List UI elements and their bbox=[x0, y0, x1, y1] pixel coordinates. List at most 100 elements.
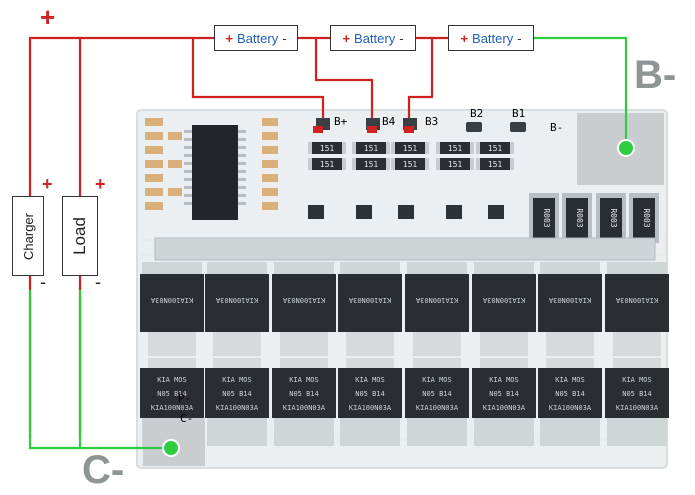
charger-plus-sign: + bbox=[42, 174, 53, 194]
mosfet-marking: N05 B14 bbox=[489, 390, 519, 398]
mosfet-upper: KIA100N03A bbox=[205, 262, 269, 356]
shunt-code: R003 bbox=[575, 208, 584, 227]
resistor-151: 151 bbox=[352, 158, 390, 170]
pad-label-b-minus: B- bbox=[550, 121, 563, 134]
mosfet-marking: KIA100N03A bbox=[150, 296, 193, 304]
mosfet-marking: KIA100N03A bbox=[151, 404, 194, 412]
mosfet-marking: KIA100N03A bbox=[549, 404, 592, 412]
smd-column-left bbox=[145, 118, 182, 210]
resistor-151: 151 bbox=[391, 142, 429, 154]
charger-minus-sign: - bbox=[40, 272, 46, 292]
mosfet-marking: KIA MOS bbox=[622, 376, 652, 384]
pad-label-p-minus: P- bbox=[178, 392, 191, 405]
mosfet-upper: KIA100N03A bbox=[472, 262, 536, 356]
resistor-151: 151 bbox=[308, 142, 346, 154]
mosfet-marking: KIA100N03A bbox=[283, 404, 326, 412]
pad-label-b2: B2 bbox=[470, 107, 483, 120]
resistor-code: 151 bbox=[403, 160, 418, 169]
mosfet-marking: KIA MOS bbox=[489, 376, 519, 384]
mosfet-marking: KIA100N03A bbox=[416, 404, 459, 412]
load-label: Load bbox=[70, 217, 90, 255]
mosfet-marking: KIA MOS bbox=[555, 376, 585, 384]
pad-label-b-plus: B+ bbox=[334, 115, 348, 128]
top-plus-sign: + bbox=[40, 2, 56, 32]
green-wires bbox=[28, 36, 628, 450]
mosfet-marking: KIA100N03A bbox=[282, 296, 325, 304]
b-minus-big-label: B- bbox=[634, 53, 677, 97]
battery-minus: - bbox=[399, 30, 404, 46]
resistor-code: 151 bbox=[320, 160, 335, 169]
battery-label: Battery bbox=[237, 30, 279, 46]
mosfet-marking: KIA MOS bbox=[157, 376, 187, 384]
resistor-code: 151 bbox=[364, 144, 379, 153]
mosfet-marking: KIA100N03A bbox=[348, 296, 391, 304]
b-plus-tap-dot bbox=[313, 126, 323, 133]
mosfet-marking: N05 B14 bbox=[422, 390, 452, 398]
battery-plus: + bbox=[225, 30, 234, 46]
resistor-code: 151 bbox=[320, 144, 335, 153]
resistor-151: 151 bbox=[308, 158, 346, 170]
battery-3: + Battery - bbox=[448, 25, 534, 51]
battery-2: + Battery - bbox=[330, 25, 416, 51]
mosfet-marking: N05 B14 bbox=[555, 390, 585, 398]
shunt-code: R003 bbox=[542, 208, 551, 227]
mosfet-marking: N05 B14 bbox=[622, 390, 652, 398]
resistor-code: 151 bbox=[403, 144, 418, 153]
shunt-resistor: R003 bbox=[529, 193, 559, 243]
load-plus-sign: + bbox=[95, 174, 106, 194]
charger-box: Charger bbox=[12, 196, 44, 276]
c-minus-big-label: C- bbox=[82, 448, 125, 492]
mosfet-marking: KIA MOS bbox=[355, 376, 385, 384]
b3-tap-dot bbox=[404, 126, 414, 133]
shunt-resistor: R003 bbox=[562, 193, 592, 243]
mosfet-marking: N05 B14 bbox=[355, 390, 385, 398]
resistor-151: 151 bbox=[352, 142, 390, 154]
mosfet-marking: KIA MOS bbox=[422, 376, 452, 384]
pad-label-b4: B4 bbox=[382, 115, 396, 128]
mosfet-marking: KIA100N03A bbox=[482, 296, 525, 304]
mosfet-upper: KIA100N03A bbox=[272, 262, 336, 356]
resistor-151: 151 bbox=[391, 158, 429, 170]
pad-label-b1: B1 bbox=[512, 107, 525, 120]
resistor-code: 151 bbox=[448, 160, 463, 169]
resistor-code: 151 bbox=[448, 144, 463, 153]
battery-minus: - bbox=[517, 30, 522, 46]
battery-1: + Battery - bbox=[214, 25, 298, 51]
charger-label: Charger bbox=[20, 212, 36, 260]
mosfet-marking: KIA MOS bbox=[289, 376, 319, 384]
resistor-151: 151 bbox=[476, 158, 514, 170]
smd-column-right bbox=[262, 118, 278, 210]
battery-label: Battery bbox=[354, 30, 396, 46]
shunt-resistor: R003 bbox=[596, 193, 626, 243]
battery-plus: + bbox=[460, 30, 469, 46]
mosfet-marking: KIA100N03A bbox=[616, 404, 659, 412]
pad-label-c-minus: C- bbox=[180, 412, 193, 425]
mosfet-upper: KIA100N03A bbox=[538, 262, 602, 356]
mosfet-marking: KIA MOS bbox=[222, 376, 252, 384]
load-box: Load bbox=[62, 196, 98, 276]
mosfet-marking: KIA100N03A bbox=[349, 404, 392, 412]
resistor-151: 151 bbox=[436, 158, 474, 170]
mosfet-upper: KIA100N03A bbox=[405, 262, 469, 356]
balance-transistors bbox=[308, 205, 504, 219]
mosfet-marking: KIA100N03A bbox=[415, 296, 458, 304]
mosfet-tab-row bbox=[154, 237, 656, 261]
resistor-code: 151 bbox=[488, 160, 503, 169]
mosfet-marking: KIA100N03A bbox=[548, 296, 591, 304]
balance-resistors: 151 151 151 151 151 151 151 151 151 151 bbox=[308, 142, 514, 170]
mosfet-marking: KIA100N03A bbox=[216, 404, 259, 412]
mosfet-marking: N05 B14 bbox=[157, 390, 187, 398]
mosfet-marking: N05 B14 bbox=[289, 390, 319, 398]
battery-minus: - bbox=[282, 30, 287, 46]
resistor-151: 151 bbox=[476, 142, 514, 154]
b-minus-terminal bbox=[617, 139, 635, 157]
